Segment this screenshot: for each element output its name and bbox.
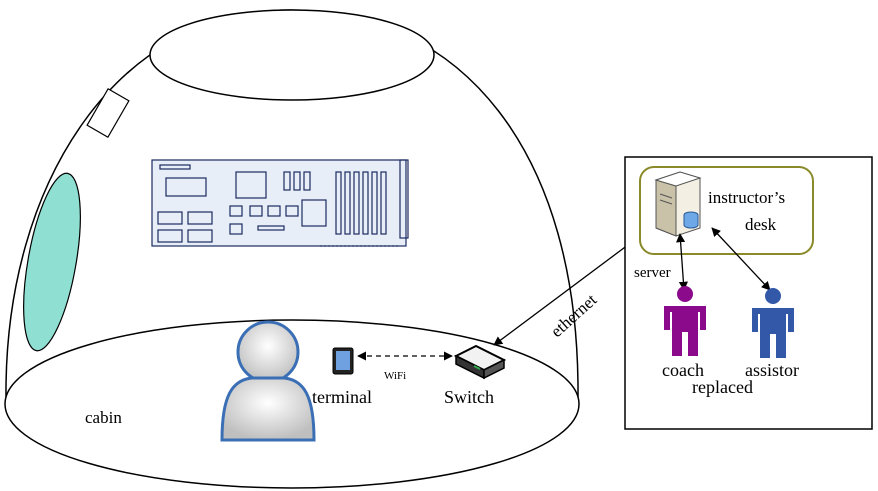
ethernet-label: ethernet	[547, 290, 601, 341]
circuit-board-icon	[151, 159, 409, 247]
wifi-label: WiFi	[384, 370, 406, 382]
replaced-label: replaced	[692, 377, 753, 397]
dome-small-window	[86, 87, 130, 139]
server-label: server	[634, 265, 671, 281]
cabin-label: cabin	[85, 408, 122, 427]
assistor-label: assistor	[745, 360, 799, 380]
server-coach-arrow	[676, 233, 688, 291]
server-assistor-arrow	[711, 227, 771, 291]
instructors-desk-label-line1: instructor’s	[708, 188, 785, 207]
switch-label: Switch	[444, 387, 494, 407]
side-window	[23, 172, 81, 352]
trainee-person-icon	[220, 320, 316, 442]
coach-person-icon	[664, 286, 706, 356]
network-switch-icon	[453, 344, 507, 380]
dome-top-hatch	[149, 9, 435, 101]
assistor-person-icon	[752, 288, 794, 358]
server-icon	[654, 171, 702, 237]
coach-label: coach	[662, 360, 704, 380]
instructors-desk-label-line2: desk	[745, 215, 777, 234]
terminal-label: terminal	[312, 387, 372, 407]
tablet-terminal-icon	[332, 347, 354, 375]
